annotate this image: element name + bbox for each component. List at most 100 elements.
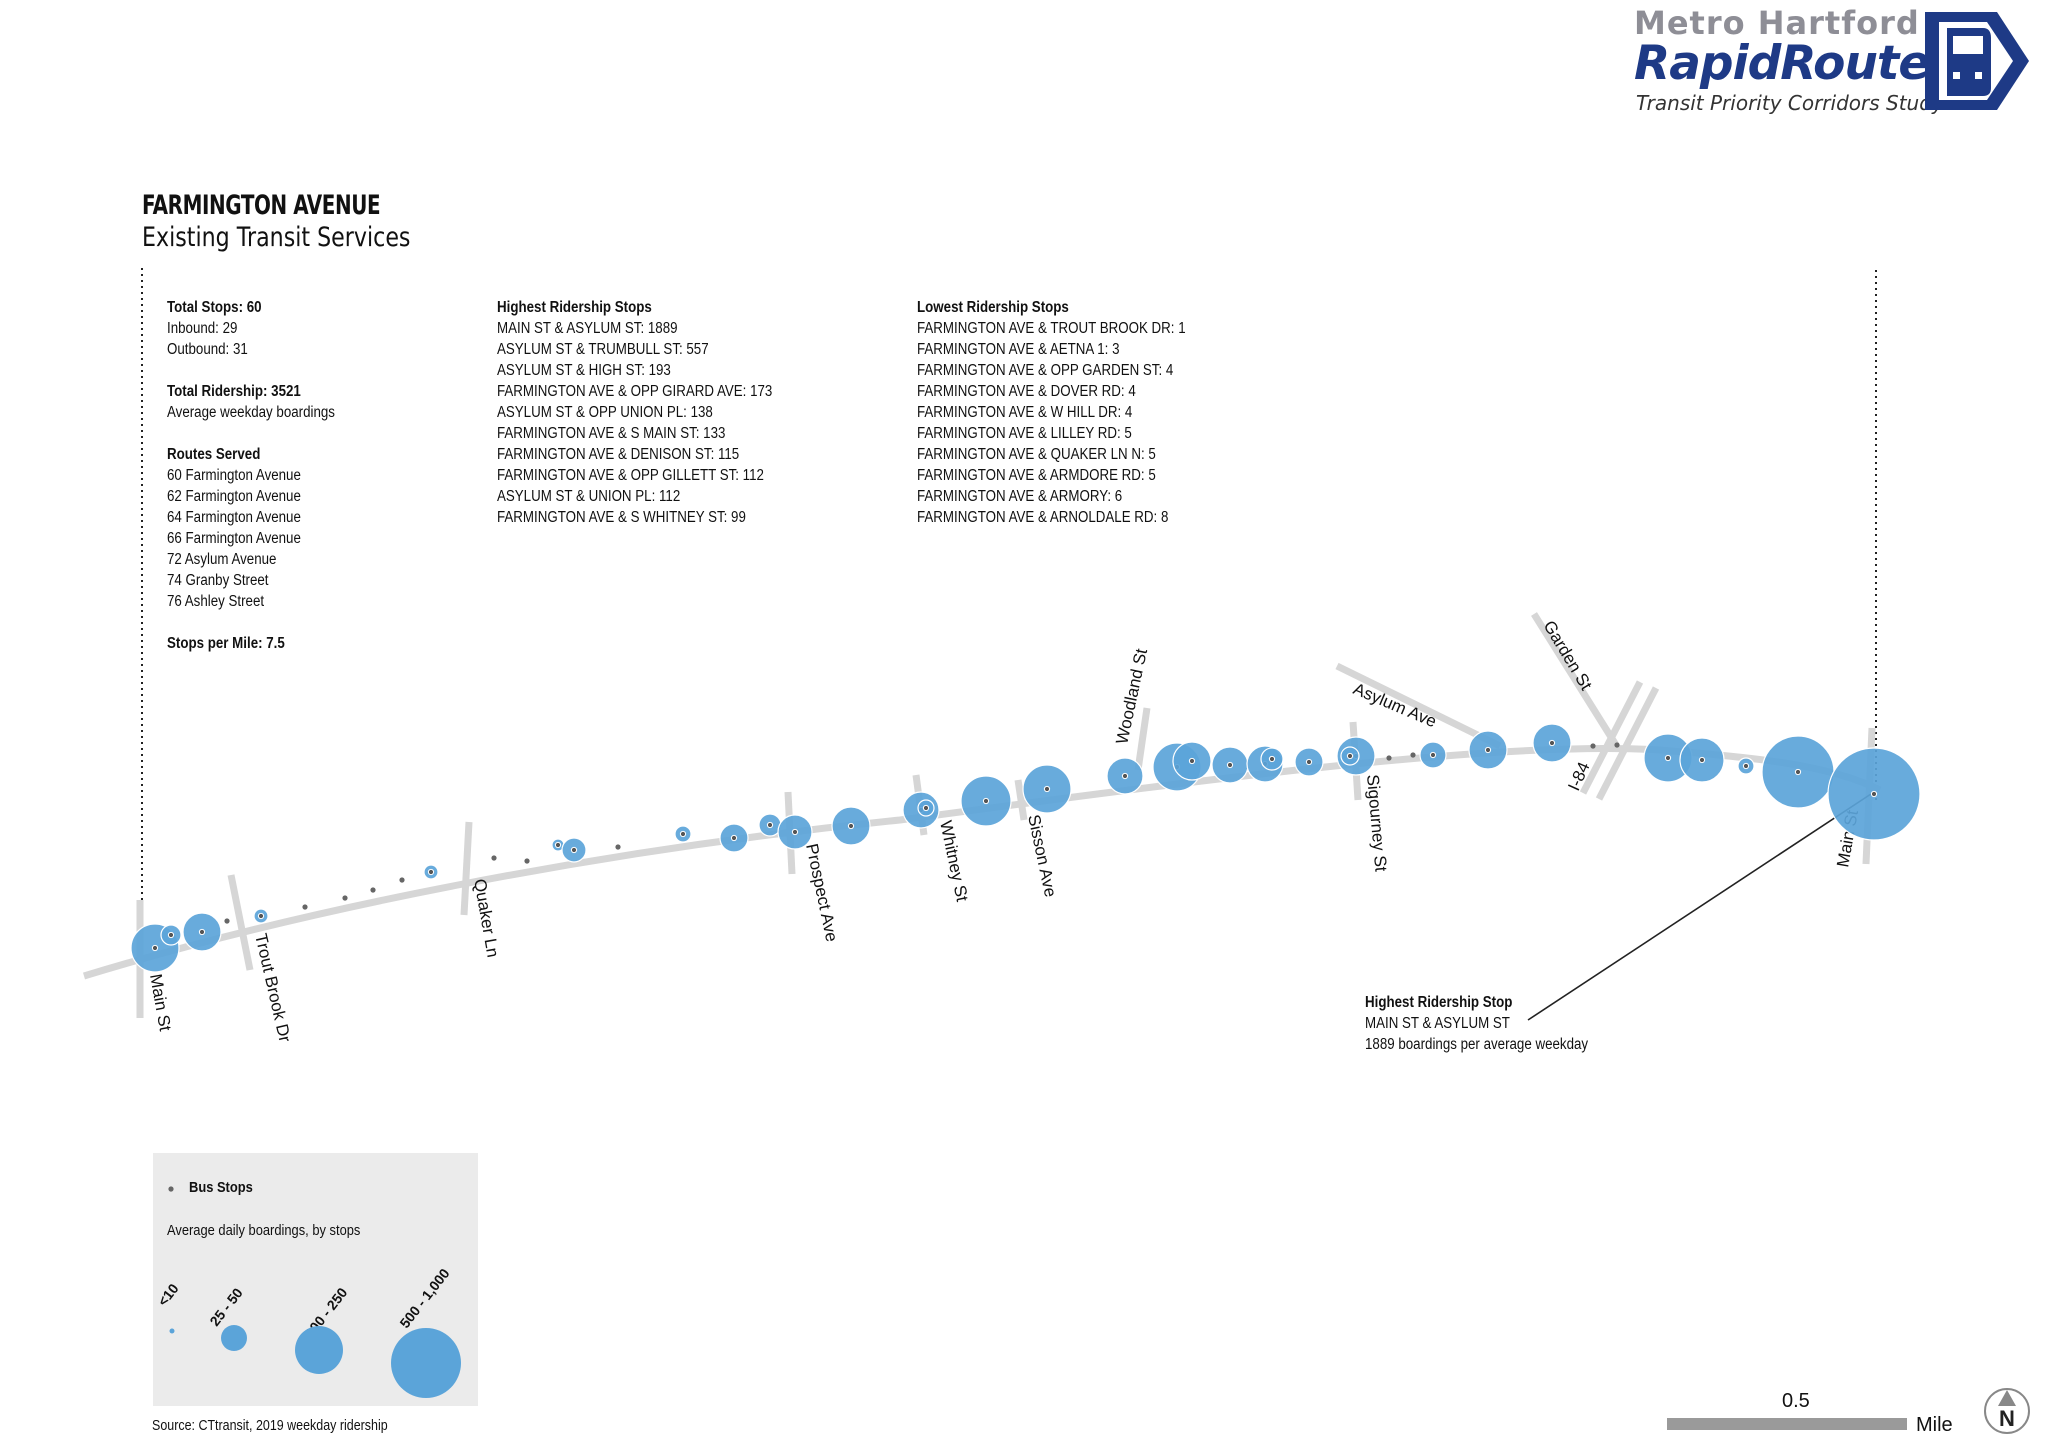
scale-bar [1667, 1418, 1907, 1430]
highest-item: MAIN ST & ASYLUM ST: 1889 [497, 320, 678, 337]
legend-bubble-l [391, 1328, 461, 1398]
highest-item: FARMINGTON AVE & DENISON ST: 115 [497, 446, 740, 463]
bus-stop-dot [1043, 785, 1051, 793]
scale-value: 0.5 [1782, 1390, 1810, 1412]
bus-logo-icon [1925, 12, 2029, 110]
outbound-count: Outbound: 31 [167, 341, 248, 358]
north-arrow-icon: N [1984, 1388, 2030, 1434]
bus-stop-dot [570, 846, 578, 854]
bus-stop-dot [679, 830, 687, 838]
highest-heading: Highest Ridership Stops [497, 299, 652, 316]
lowest-item: FARMINGTON AVE & AETNA 1: 3 [917, 341, 1120, 358]
highest-item: FARMINGTON AVE & OPP GILLETT ST: 112 [497, 467, 764, 484]
bus-stop-dot [766, 821, 774, 829]
lowest-item: FARMINGTON AVE & OPP GARDEN ST: 4 [917, 362, 1174, 379]
highest-item: ASYLUM ST & HIGH ST: 193 [497, 362, 671, 379]
legend-boardings-title: Average daily boardings, by stops [167, 1222, 361, 1239]
bus-stop-dot [167, 931, 175, 939]
route-item: 76 Ashley Street [167, 593, 265, 610]
legend-bubble-xs [169, 1328, 175, 1334]
sisson-ave-road [1014, 779, 1028, 821]
woodland-st-road [1134, 707, 1151, 771]
bus-stop-dot [1410, 752, 1416, 758]
scale-unit: Mile [1916, 1414, 1953, 1436]
bus-stop-dot [554, 841, 562, 849]
bus-stop-dot [1386, 755, 1392, 761]
bus-stop-dot [491, 855, 497, 861]
street-label-asylum: Asylum Ave [1350, 679, 1439, 731]
page-title: FARMINGTON AVENUE [142, 190, 381, 221]
bus-stop-dot [1484, 746, 1492, 754]
legend-bubbles [169, 1325, 461, 1398]
street-label-quaker: Quaker Ln [470, 877, 502, 958]
ridership-note: Average weekday boardings [167, 404, 335, 421]
bus-stop-dot [1429, 751, 1437, 759]
bus-stop-dot [1614, 742, 1620, 748]
route-item: 62 Farmington Avenue [167, 488, 301, 505]
lowest-item: FARMINGTON AVE & LILLEY RD: 5 [917, 425, 1132, 442]
bus-stop-dot [399, 877, 405, 883]
callout-value: 1889 boardings per average weekday [1365, 1036, 1589, 1053]
garden-st-road [1531, 612, 1619, 747]
bus-stops-layer [130, 723, 1921, 973]
route-item: 74 Granby Street [167, 572, 269, 589]
bus-stop-dot [1188, 757, 1196, 765]
logo-metro-hartford: Metro Hartford [1634, 4, 1920, 42]
lowest-item: FARMINGTON AVE & ARNOLDALE RD: 8 [917, 509, 1169, 526]
highest-item: FARMINGTON AVE & OPP GIRARD AVE: 173 [497, 383, 773, 400]
bus-stop-dot [847, 822, 855, 830]
callout-leader-line [1527, 791, 1875, 1021]
north-label: N [1999, 1406, 2015, 1431]
bus-stop-dot [922, 804, 930, 812]
logo-tagline: Transit Priority Corridors Study [1636, 91, 1944, 115]
street-label-whitney: Whitney St [936, 819, 972, 904]
bus-stop-dot [524, 858, 530, 864]
source-note: Source: CTtransit, 2019 weekday ridershi… [152, 1418, 388, 1434]
bus-stop-dot [791, 828, 799, 836]
bus-stop-dot [1698, 756, 1706, 764]
bus-stop-dot-icon [168, 1186, 174, 1192]
trout-brook-road [227, 874, 254, 971]
lowest-item: FARMINGTON AVE & DOVER RD: 4 [917, 383, 1136, 400]
highest-item: ASYLUM ST & TRUMBULL ST: 557 [497, 341, 709, 358]
highest-stop-callout: Highest Ridership Stop MAIN ST & ASYLUM … [1365, 992, 1588, 1055]
summary-panel: Total Stops: 60 Inbound: 29 Outbound: 31… [167, 297, 335, 654]
bus-stop-dot [1664, 754, 1672, 762]
lowest-heading: Lowest Ridership Stops [917, 299, 1069, 316]
page-subtitle: Existing Transit Services [142, 222, 411, 253]
total-ridership: Total Ridership: 3521 [167, 383, 301, 400]
i84-road-b [1595, 686, 1660, 801]
bus-stop-dot [615, 844, 621, 850]
callout-stop: MAIN ST & ASYLUM ST [1365, 1015, 1510, 1032]
lowest-item: FARMINGTON AVE & W HILL DR: 4 [917, 404, 1133, 421]
bus-stop-dot [730, 834, 738, 842]
bus-stop-dot [224, 918, 230, 924]
route-item: 66 Farmington Avenue [167, 530, 301, 547]
bus-stop-dot [1305, 758, 1313, 766]
bus-stop-dot [1121, 772, 1129, 780]
legend-bus-stops: Bus Stops [189, 1179, 253, 1196]
highest-item: ASYLUM ST & UNION PL: 112 [497, 488, 681, 505]
asylum-ave-road [1335, 662, 1502, 750]
lowest-item: FARMINGTON AVE & ARMORY: 6 [917, 488, 1123, 505]
highest-item: ASYLUM ST & OPP UNION PL: 138 [497, 404, 713, 421]
street-label-main-west: Main St [146, 972, 175, 1032]
total-stops: Total Stops: 60 [167, 299, 262, 316]
routes-heading: Routes Served [167, 446, 261, 463]
lowest-item: FARMINGTON AVE & TROUT BROOK DR: 1 [917, 320, 1186, 337]
inbound-count: Inbound: 29 [167, 320, 238, 337]
quaker-ln-road [460, 821, 473, 916]
street-label-sigourney: Sigourney St [1363, 774, 1390, 873]
lowest-item: FARMINGTON AVE & QUAKER LN N: 5 [917, 446, 1156, 463]
street-label-sisson: Sisson Ave [1024, 813, 1060, 899]
lowest-item: FARMINGTON AVE & ARMDORE RD: 5 [917, 467, 1156, 484]
street-label-trout-brook: Trout Brook Dr [251, 932, 295, 1045]
bus-stop-dot [1226, 761, 1234, 769]
map-legend: Bus Stops Average daily boardings, by st… [153, 1153, 478, 1406]
bus-stop-dot [1870, 790, 1878, 798]
highest-item: FARMINGTON AVE & S WHITNEY ST: 99 [497, 509, 746, 526]
lowest-ridership-panel: Lowest Ridership Stops FARMINGTON AVE & … [917, 297, 1186, 528]
callout-heading: Highest Ridership Stop [1365, 994, 1513, 1011]
bus-stop-dot [257, 912, 265, 920]
